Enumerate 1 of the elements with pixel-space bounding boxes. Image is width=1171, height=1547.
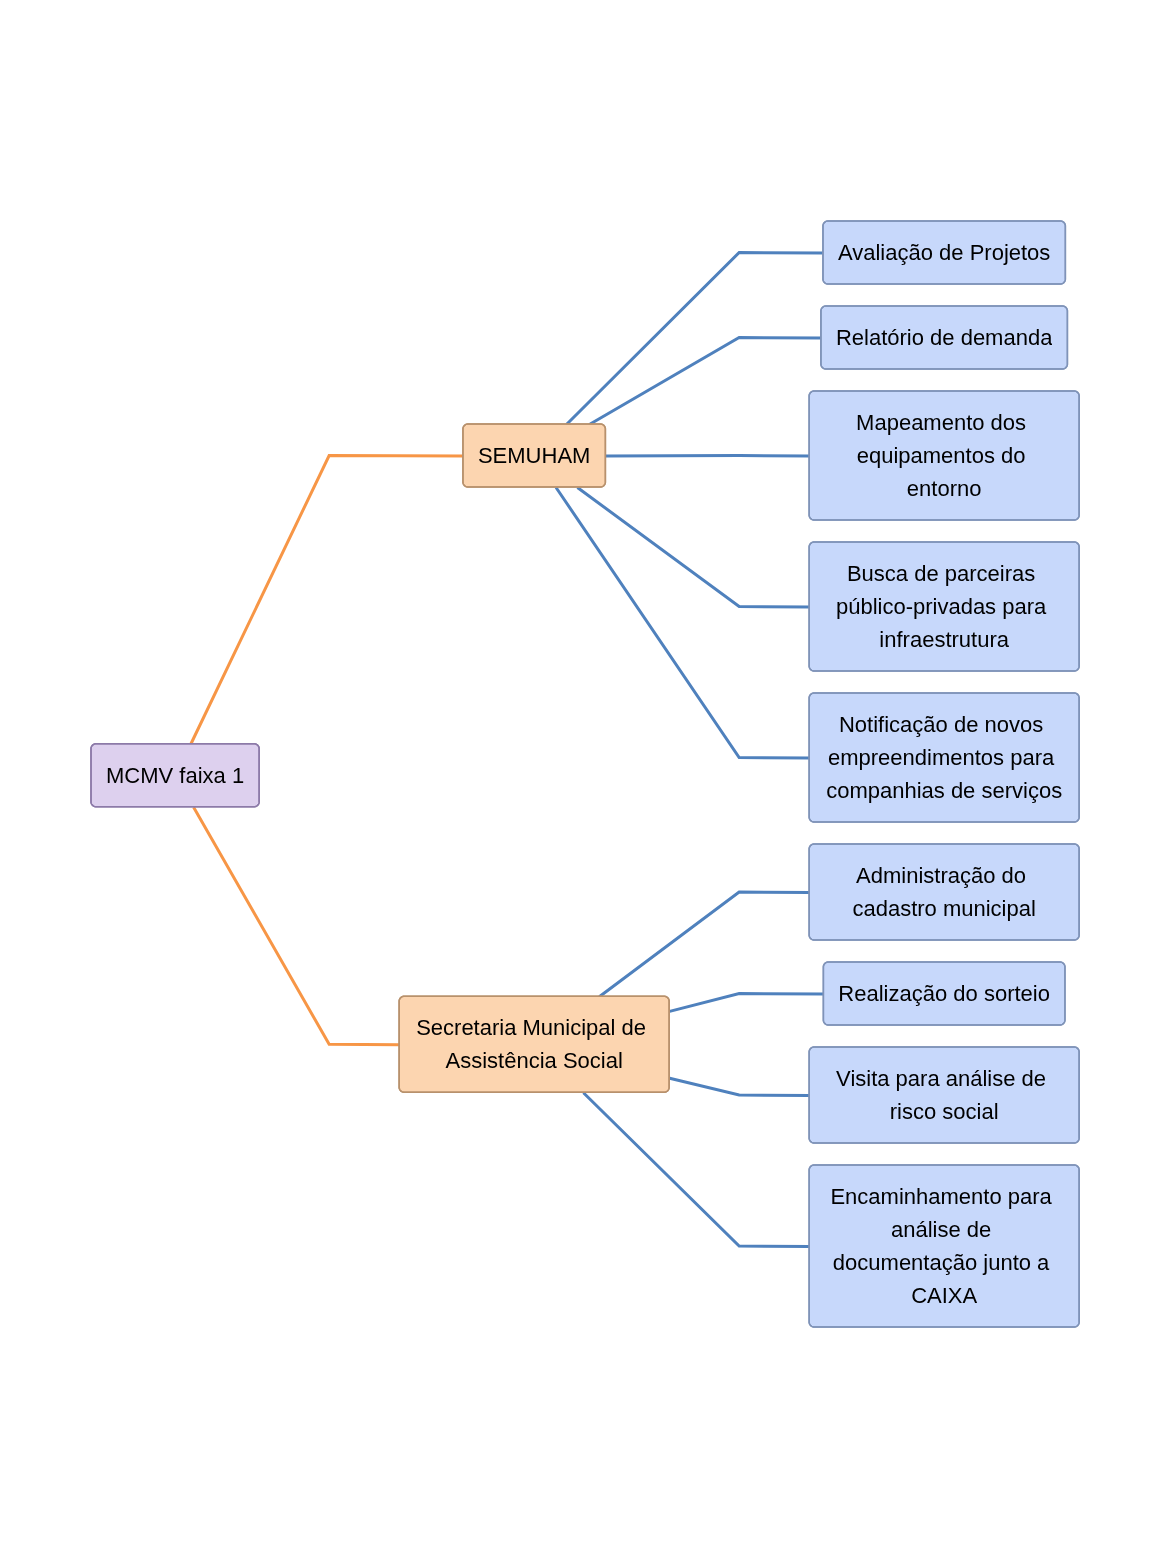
connector <box>189 453 464 745</box>
